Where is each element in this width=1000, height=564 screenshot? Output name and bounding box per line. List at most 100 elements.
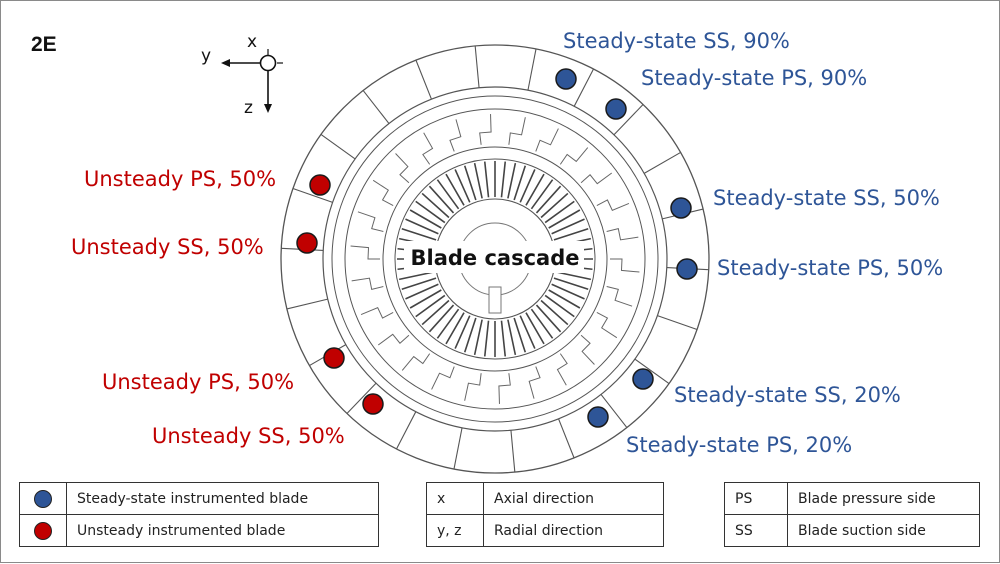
blade-passage	[548, 289, 581, 309]
blade-passage	[421, 192, 450, 219]
blade-root-piece	[464, 373, 482, 401]
blade-root-piece	[357, 211, 384, 232]
legend-yz-key: y, z	[426, 514, 484, 547]
blade-root-piece	[580, 334, 595, 365]
legend-yz-label: Radial direction	[483, 514, 664, 547]
blade-passage	[540, 192, 569, 219]
outer-segment-divider	[527, 48, 537, 91]
label-unsteady-ps-50-bottom: Unsteady PS, 50%	[102, 370, 294, 394]
legend-ss-key: SS	[724, 514, 788, 547]
legend-row-ss: SS Blade suction side	[724, 514, 980, 547]
blade-root-piece	[395, 153, 410, 184]
blade-passage	[445, 312, 465, 345]
axis-triad: x y z	[201, 32, 283, 118]
blade-passage	[525, 312, 545, 345]
label-steady-ss-90: Steady-state SS, 90%	[563, 29, 790, 53]
label-steady-ss-20: Steady-state SS, 20%	[674, 383, 901, 407]
blade-root-piece	[535, 128, 559, 152]
blade-passage	[555, 271, 592, 281]
outer-segment-divider	[415, 59, 432, 100]
outer-segment-divider	[600, 394, 628, 428]
blade-passage	[463, 165, 477, 201]
blade-passage	[507, 162, 517, 199]
blade-passage	[500, 161, 507, 198]
blade-passage	[551, 283, 585, 300]
steady-ps-90-marker	[605, 98, 627, 120]
blade-passage	[445, 173, 465, 206]
casing-ring	[344, 108, 646, 410]
outer-segment-divider	[320, 134, 356, 160]
legend-unsteady-label: Unsteady instrumented blade	[66, 514, 379, 547]
axis-y-label: y	[201, 46, 211, 66]
center-label: Blade cascade	[411, 246, 580, 270]
blade-passage	[401, 227, 437, 241]
axis-x-label: x	[247, 32, 257, 52]
blade-passage	[405, 218, 439, 235]
blade-root-piece	[508, 117, 526, 145]
blade-passage	[483, 320, 490, 357]
blade-root-piece	[377, 333, 410, 346]
blade-passage	[544, 294, 575, 318]
blade-passage	[553, 277, 589, 291]
blade-root-piece	[431, 366, 455, 390]
blade-passage	[398, 271, 435, 281]
outer-segment-divider	[613, 104, 644, 136]
blade-root-piece	[610, 258, 640, 273]
outer-segment-divider	[634, 358, 670, 384]
unsteady-ps-50-top-marker	[309, 174, 331, 196]
outer-segment-divider	[474, 45, 480, 88]
blade-passage	[530, 179, 554, 210]
legend-directions: x Axial direction y, z Radial direction	[426, 482, 664, 547]
stator-ring	[394, 158, 596, 360]
blade-root-piece	[606, 286, 633, 307]
blade-passage	[519, 315, 536, 349]
blade-passage	[409, 289, 442, 309]
blade-passage	[513, 317, 527, 353]
axis-z-label: z	[244, 98, 253, 118]
unsteady-marker-icon	[34, 521, 52, 540]
blade-passage	[519, 169, 536, 203]
blade-passage	[530, 308, 554, 339]
casing-ring	[331, 95, 659, 423]
panel-label: 2E	[31, 33, 57, 56]
steady-ss-50-marker	[670, 197, 692, 219]
steady-ps-50-marker	[676, 258, 698, 280]
blade-root-piece	[606, 227, 639, 241]
legend-ps-label: Blade pressure side	[787, 482, 980, 515]
outer-segment-divider	[453, 427, 463, 470]
outer-segment-divider	[395, 411, 417, 450]
legend-row-unsteady: Unsteady instrumented blade	[19, 514, 379, 547]
z-arrow-head-icon	[264, 104, 272, 113]
label-steady-ps-90: Steady-state PS, 90%	[641, 66, 867, 90]
blade-passage	[436, 308, 460, 339]
blade-root-piece	[350, 245, 380, 260]
outer-segment-divider	[510, 430, 516, 473]
hub-slot	[488, 286, 502, 314]
blade-passage	[535, 304, 562, 333]
blade-passage	[513, 165, 527, 201]
legend-row-yz: y, z Radial direction	[426, 514, 664, 547]
outer-shroud-inner	[322, 86, 668, 432]
axis-origin-icon	[259, 54, 277, 72]
label-steady-ps-20: Steady-state PS, 20%	[626, 433, 852, 457]
legend-row-steady: Steady-state instrumented blade	[19, 482, 379, 515]
steady-ps-20-marker	[587, 406, 609, 428]
blade-passage	[507, 319, 517, 356]
unsteady-ss-50-top-marker	[296, 232, 318, 254]
legend-ps-key: PS	[724, 482, 788, 515]
outer-segment-divider	[362, 90, 390, 124]
blade-passage	[544, 200, 575, 224]
center-label-backdrop	[404, 241, 584, 273]
blade-passage	[415, 294, 446, 318]
steady-ss-90-marker	[555, 68, 577, 90]
blade-passage	[421, 299, 450, 326]
blade-passage	[405, 283, 439, 300]
steady-marker-icon	[34, 489, 52, 508]
blade-root-piece	[580, 172, 613, 185]
blade-root-piece	[498, 373, 511, 404]
blade-root-piece	[372, 179, 394, 206]
steady-ss-20-marker	[632, 368, 654, 390]
blade-passage	[548, 209, 581, 229]
